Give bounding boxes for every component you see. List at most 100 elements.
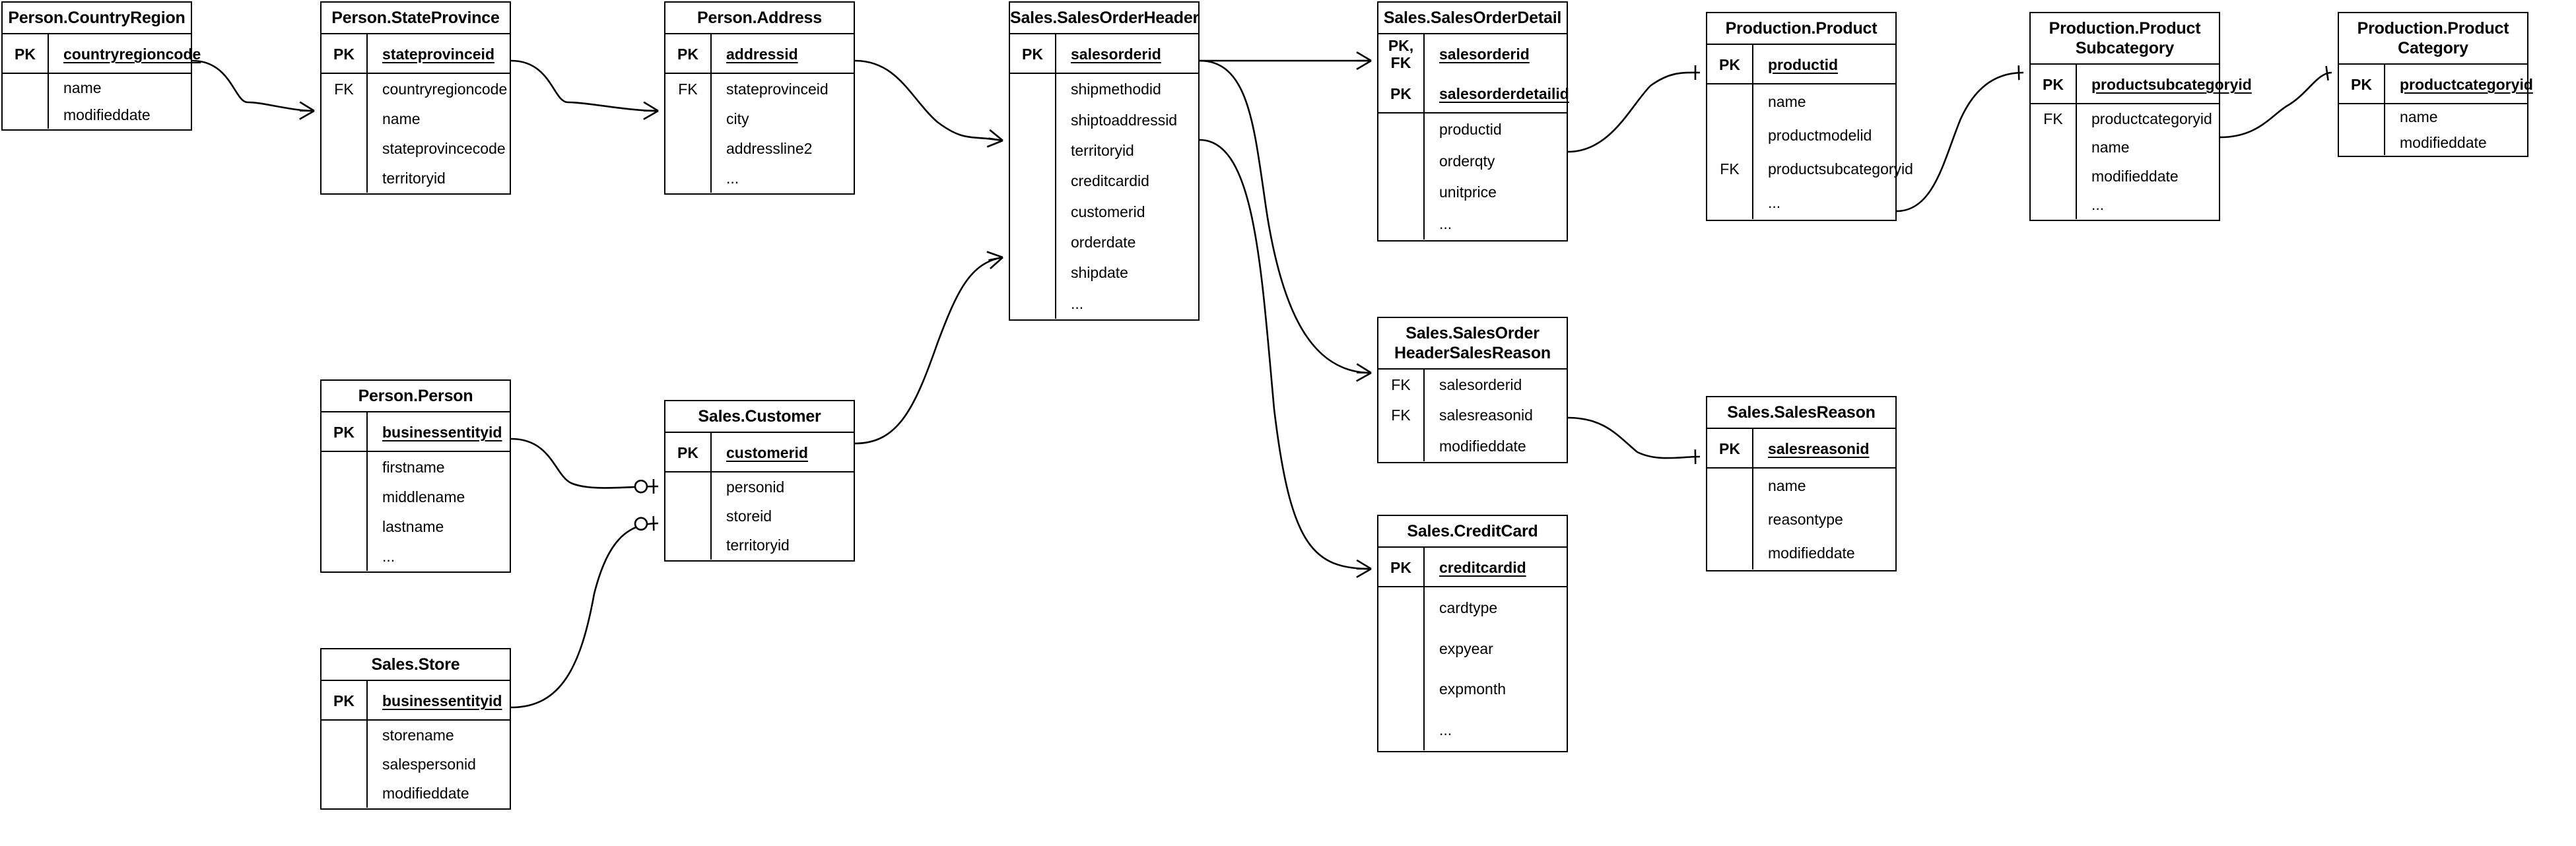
entity-field-row[interactable]: ...: [1378, 208, 1567, 240]
relationship-line[interactable]: [854, 256, 1003, 445]
entity-field-row[interactable]: creditcardid: [1010, 166, 1198, 197]
entity-field-row[interactable]: expyear: [1378, 628, 1567, 669]
entity-field-row[interactable]: name: [2031, 133, 2219, 162]
entity-field-row[interactable]: shipmethodid: [1010, 74, 1198, 105]
relationship-line[interactable]: [1567, 71, 1701, 153]
relationship-line[interactable]: [1567, 416, 1701, 459]
entity-field-row[interactable]: personid: [665, 472, 854, 502]
entity-field-row[interactable]: expmonth: [1378, 668, 1567, 710]
cardinality-marker-end: [2325, 65, 2329, 81]
entity-field-row[interactable]: modifieddate: [2339, 129, 2527, 155]
relationship-line[interactable]: [510, 59, 659, 112]
entity-field-row[interactable]: orderqty: [1378, 145, 1567, 177]
entity-field-row[interactable]: lastname: [322, 511, 510, 541]
relationship-line[interactable]: [854, 59, 1003, 142]
entity-field-row[interactable]: city: [665, 104, 854, 133]
entity-field-row[interactable]: ...: [665, 163, 854, 193]
entity-field-row[interactable]: reasontype: [1707, 502, 1895, 536]
entity-field-row[interactable]: firstname: [322, 452, 510, 482]
entity-field-row[interactable]: name: [322, 104, 510, 133]
key-badge: [1378, 176, 1425, 209]
entity-field-row[interactable]: addressline2: [665, 133, 854, 163]
entity-field-row[interactable]: shiptoaddressid: [1010, 104, 1198, 135]
entity-field-row[interactable]: modifieddate: [2031, 162, 2219, 191]
entity-field-row[interactable]: salespersonid: [322, 750, 510, 779]
entity-field-row[interactable]: orderdate: [1010, 226, 1198, 258]
relationship-line[interactable]: [510, 522, 659, 709]
entity-field-row[interactable]: shipdate: [1010, 257, 1198, 288]
relationship-line[interactable]: [510, 438, 659, 489]
entity-field-row[interactable]: middlename: [322, 482, 510, 511]
entity-field-row[interactable]: modifieddate: [1378, 430, 1567, 461]
entity-field-row[interactable]: ...: [1707, 185, 1895, 219]
entity-field-row[interactable]: ...: [1378, 709, 1567, 750]
entity-field-row[interactable]: productid: [1378, 114, 1567, 145]
entity-field-row[interactable]: storename: [322, 721, 510, 750]
entity-field-row[interactable]: ...: [1010, 288, 1198, 319]
key-badge: [1378, 114, 1425, 145]
relationship-line[interactable]: [191, 59, 315, 112]
entity-field-row[interactable]: territoryid: [322, 163, 510, 193]
field-name: customerid: [1071, 203, 1145, 220]
key-badge: PK: [1010, 34, 1056, 74]
entity-field-row[interactable]: territoryid: [1010, 135, 1198, 166]
entity-field-row[interactable]: territoryid: [665, 531, 854, 560]
entity-field-row[interactable]: ...: [2031, 190, 2219, 219]
field-name: storename: [382, 727, 454, 744]
entity-field-row[interactable]: name: [2339, 104, 2527, 130]
entity-field-row[interactable]: cardtype: [1378, 587, 1567, 628]
entity-field-row[interactable]: stateprovincecode: [322, 133, 510, 163]
entity-field-row[interactable]: name: [3, 74, 191, 102]
entity-field-row[interactable]: ...: [322, 541, 510, 571]
entity-field-row[interactable]: name: [1707, 469, 1895, 502]
entity-field-row[interactable]: modifieddate: [322, 779, 510, 808]
entity-field-row[interactable]: unitprice: [1378, 176, 1567, 209]
relationship-line[interactable]: [1199, 139, 1372, 570]
entity-field-row[interactable]: modifieddate: [1707, 536, 1895, 569]
relationship-line[interactable]: [1896, 71, 2024, 212]
relationship-line[interactable]: [1199, 59, 1372, 374]
entity-field-row[interactable]: productmodelid: [1707, 118, 1895, 152]
entity-field-row[interactable]: storeid: [665, 502, 854, 531]
entity-field-row[interactable]: customerid: [1010, 196, 1198, 227]
entity-field-row[interactable]: name: [1707, 84, 1895, 118]
entity-field-row[interactable]: modifieddate: [3, 101, 191, 129]
